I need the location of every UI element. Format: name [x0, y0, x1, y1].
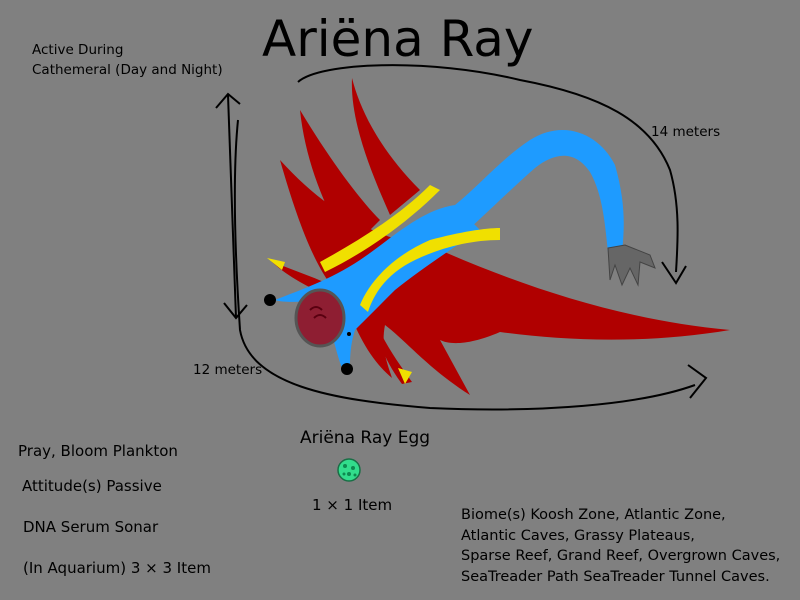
width-label: 12 meters: [193, 362, 263, 378]
chin-tip: [341, 363, 353, 375]
measurement-outline: [233, 64, 696, 411]
biome-line: Biome(s) Koosh Zone, Atlantic Zone,: [461, 507, 726, 523]
aquarium-text: (In Aquarium) 3 × 3 Item: [23, 559, 211, 577]
biome-line: SeaTreader Path SeaTreader Tunnel Caves.: [461, 568, 770, 585]
prey-text: Pray, Bloom Plankton: [18, 442, 178, 460]
yellow-tip-left: [267, 258, 285, 270]
page-title: Ariëna Ray: [262, 10, 534, 68]
tail-claw: [607, 244, 656, 287]
attitude-text: Attitude(s) Passive: [22, 477, 162, 495]
dna-text: DNA Serum Sonar: [23, 518, 159, 536]
biome-line: Sparse Reef, Grand Reef, Overgrown Caves…: [461, 548, 781, 564]
biome-line: Atlantic Caves, Grassy Plateaus,: [461, 527, 695, 544]
activity-block: Active During Cathemeral (Day and Night): [32, 40, 223, 80]
main-wing: [280, 160, 730, 395]
activity-value: Cathemeral (Day and Night): [32, 62, 223, 78]
biome-list: Biome(s) Koosh Zone, Atlantic Zone, Atla…: [461, 505, 780, 587]
yellow-stripe-2: [360, 228, 500, 312]
nose-tip: [264, 294, 276, 306]
egg-label: Ariëna Ray Egg: [300, 428, 431, 448]
egg-icon: [337, 458, 361, 482]
yellow-tip-bottom: [398, 368, 412, 384]
eye: [294, 288, 346, 348]
back-fin: [300, 110, 380, 250]
upper-fin: [351, 78, 420, 215]
tail: [455, 130, 624, 252]
length-label: 14 meters: [651, 124, 721, 140]
yellow-stripe-1: [320, 185, 440, 272]
activity-heading: Active During: [32, 42, 124, 58]
egg-size: 1 × 1 Item: [312, 496, 393, 514]
